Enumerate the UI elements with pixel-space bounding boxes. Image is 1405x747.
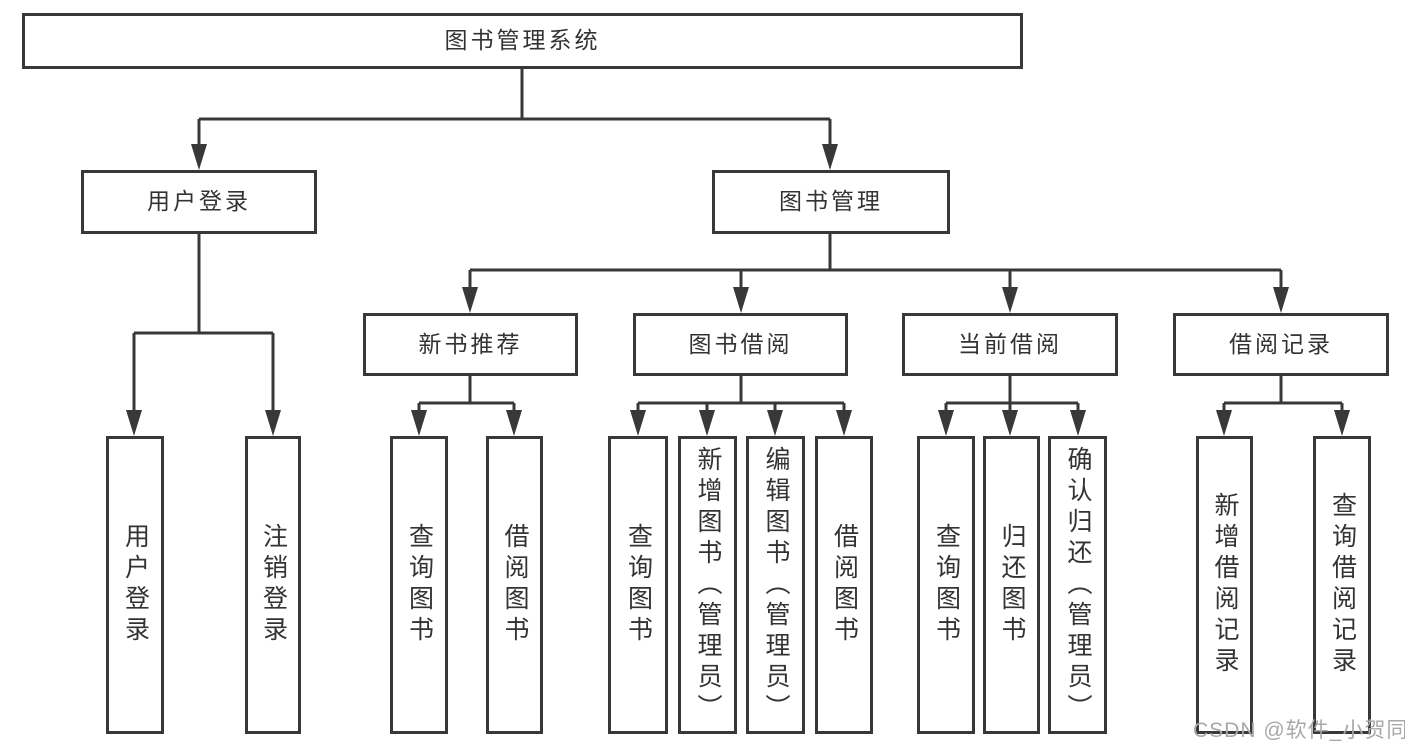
arrow-down-icon bbox=[1002, 410, 1018, 436]
leaf-borrow-books-borrowing: 借阅图书 bbox=[815, 436, 873, 734]
node-book-borrowing: 图书借阅 bbox=[633, 313, 848, 376]
arrow-down-icon bbox=[1002, 287, 1018, 313]
arrow-down-icon bbox=[126, 410, 142, 436]
arrow-down-icon bbox=[938, 410, 954, 436]
arrow-down-icon bbox=[462, 287, 478, 313]
leaf-return-books: 归还图书 bbox=[983, 436, 1040, 734]
node-current-borrowing: 当前借阅 bbox=[902, 313, 1118, 376]
leaf-query-books-current: 查询图书 bbox=[917, 436, 975, 734]
node-new-book-recommend: 新书推荐 bbox=[363, 313, 578, 376]
leaf-confirm-return-admin: 确认归还（管理员） bbox=[1048, 436, 1107, 734]
leaf-add-borrow-record: 新增借阅记录 bbox=[1196, 436, 1253, 734]
leaf-query-books-recommend: 查询图书 bbox=[390, 436, 448, 734]
arrow-down-icon bbox=[699, 410, 715, 436]
watermark: CSDN @软件_小贺同学 bbox=[1193, 719, 1405, 742]
arrow-down-icon bbox=[733, 287, 749, 313]
arrow-down-icon bbox=[767, 410, 783, 436]
leaf-logout: 注销登录 bbox=[245, 436, 301, 734]
arrow-down-icon bbox=[1273, 287, 1289, 313]
arrow-down-icon bbox=[191, 144, 207, 170]
arrow-down-icon bbox=[1334, 410, 1350, 436]
leaf-add-books-admin: 新增图书（管理员） bbox=[678, 436, 737, 734]
leaf-borrow-books-recommend: 借阅图书 bbox=[486, 436, 543, 734]
arrow-down-icon bbox=[265, 410, 281, 436]
leaf-query-books-borrowing: 查询图书 bbox=[608, 436, 668, 734]
arrow-down-icon bbox=[630, 410, 646, 436]
leaf-user-login: 用户登录 bbox=[106, 436, 164, 734]
node-user-login: 用户登录 bbox=[81, 170, 317, 234]
node-borrowing-records: 借阅记录 bbox=[1173, 313, 1389, 376]
arrow-down-icon bbox=[506, 410, 522, 436]
arrow-down-icon bbox=[822, 144, 838, 170]
arrow-down-icon bbox=[836, 410, 852, 436]
node-book-management: 图书管理 bbox=[712, 170, 950, 234]
leaf-query-borrow-record: 查询借阅记录 bbox=[1313, 436, 1371, 734]
arrow-down-icon bbox=[1070, 410, 1086, 436]
node-library-system: 图书管理系统 bbox=[22, 13, 1023, 69]
leaf-edit-books-admin: 编辑图书（管理员） bbox=[746, 436, 805, 734]
arrow-down-icon bbox=[1216, 410, 1232, 436]
arrow-down-icon bbox=[411, 410, 427, 436]
